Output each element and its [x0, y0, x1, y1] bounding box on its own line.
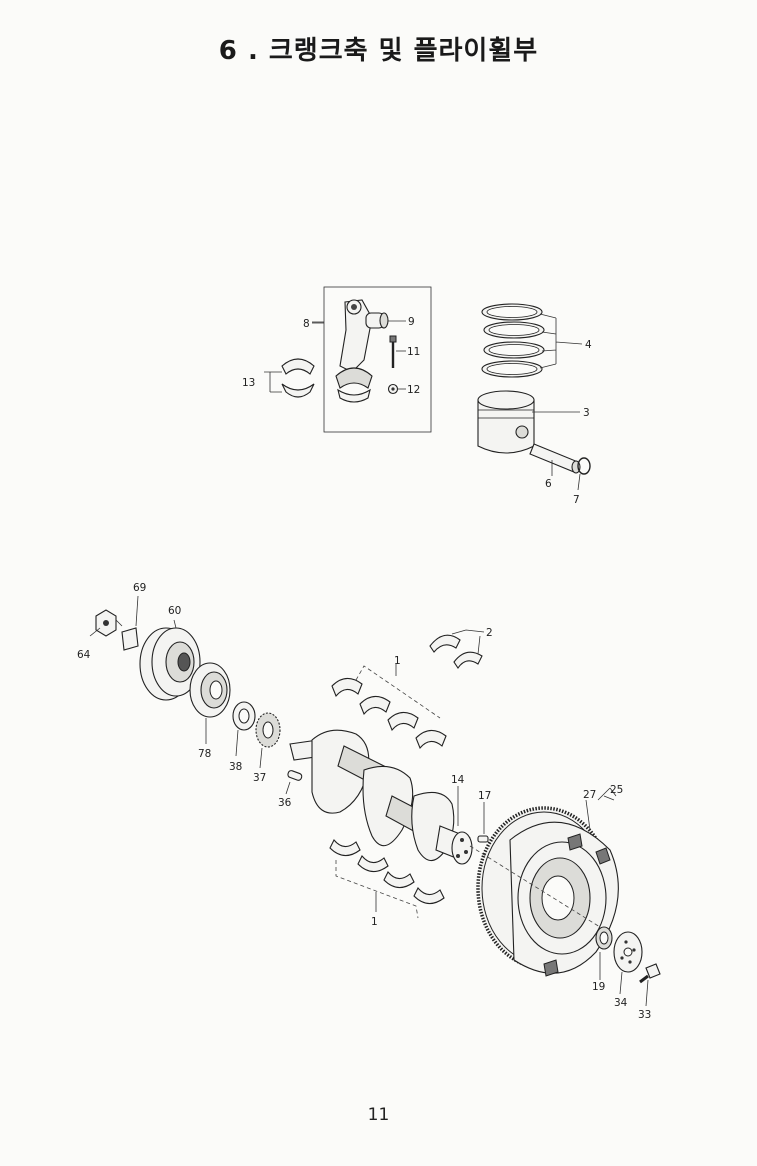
label-64: 64: [77, 649, 91, 661]
label-2: 2: [486, 627, 493, 639]
label-3: 3: [583, 407, 590, 419]
label-33: 33: [638, 1009, 651, 1021]
connecting-rod: [335, 299, 373, 403]
label-38: 38: [229, 761, 242, 773]
piston-rings: [481, 303, 545, 378]
crankshaft-gear: [255, 712, 281, 748]
front-oil-seal: [189, 662, 231, 718]
label-11: 11: [407, 346, 420, 358]
woodruff-key: [287, 770, 303, 781]
label-36: 36: [278, 797, 292, 809]
piston-pin-bushing: [365, 312, 389, 329]
page-title: 6 . 크랭크축 및 플라이휠부: [218, 36, 539, 66]
pilot-bearing: [595, 926, 613, 950]
label-34: 34: [614, 997, 628, 1009]
connecting-rod-frame: [323, 286, 432, 433]
piston: [477, 390, 535, 454]
crank-pulley-nut: [95, 609, 123, 637]
flywheel: [509, 821, 619, 977]
label-14: 14: [451, 774, 465, 786]
label-1-lower: 1: [371, 916, 378, 928]
lock-washer: [121, 627, 139, 651]
dowel-pin: [477, 835, 489, 843]
main-bearing-shells-upper: [331, 677, 447, 750]
label-4: 4: [585, 339, 592, 351]
label-6: 6: [545, 478, 552, 490]
label-1-upper: 1: [394, 655, 401, 667]
label-17: 17: [478, 790, 491, 802]
thrust-washers: [429, 634, 483, 669]
rod-nut: [387, 383, 399, 395]
crankshaft: [289, 729, 473, 865]
piston-pin: [529, 443, 581, 474]
label-60: 60: [168, 605, 181, 617]
label-7: 7: [573, 494, 580, 506]
crankshaft-pulley: [139, 627, 201, 701]
flywheel-bolt: [639, 963, 661, 984]
page-number: 11: [367, 1105, 390, 1125]
label-27: 27: [583, 789, 596, 801]
label-9: 9: [408, 316, 415, 328]
label-37: 37: [253, 772, 266, 784]
rod-bolt: [389, 335, 397, 368]
label-78: 78: [198, 748, 211, 760]
flywheel-washer-plate: [613, 931, 643, 973]
label-19: 19: [592, 981, 605, 993]
label-69: 69: [133, 582, 146, 594]
rod-bearing-shells: [281, 358, 315, 398]
label-13: 13: [242, 377, 255, 389]
main-bearing-shells-lower: [329, 839, 445, 905]
label-25: 25: [610, 784, 623, 796]
spacer-collar: [232, 701, 256, 731]
piston-pin-snap-ring: [577, 457, 591, 475]
label-8: 8: [303, 318, 310, 330]
label-12: 12: [407, 384, 420, 396]
